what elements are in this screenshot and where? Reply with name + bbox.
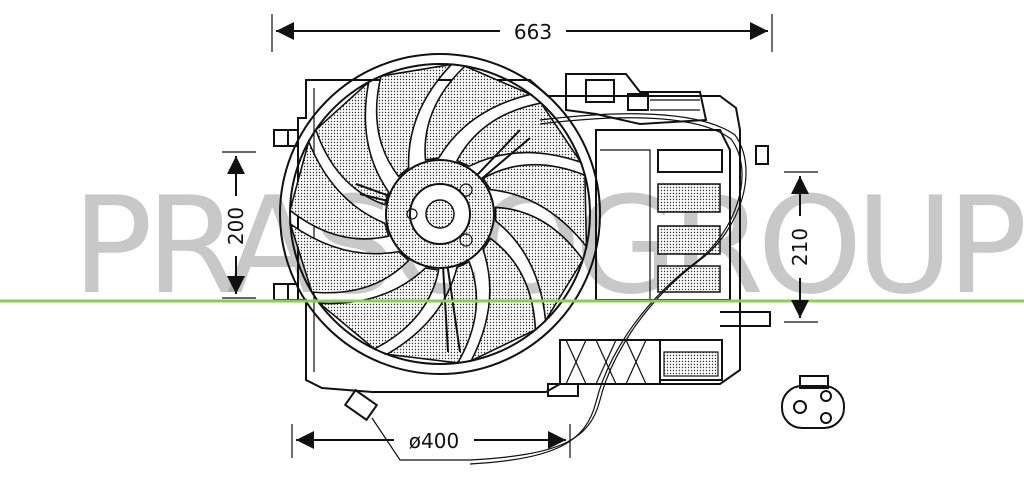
dimension-diameter-label: ø400 [409, 429, 459, 453]
mounting-lug-right [755, 145, 769, 165]
fan-plug [343, 388, 379, 422]
dimension-height-left-label: 200 [224, 207, 248, 245]
fan-blade [424, 65, 533, 161]
dimension-width: 663 [271, 14, 773, 52]
fan-blade [314, 79, 390, 206]
connector-detail [781, 375, 845, 429]
dimension-height-right-label: 210 [788, 228, 812, 266]
lower-box [547, 311, 771, 397]
fan-blade [384, 260, 478, 364]
fan-blade [375, 63, 454, 178]
dimension-height-right: 210 [784, 171, 818, 323]
dimension-width-label: 663 [514, 20, 552, 44]
fan-blade [494, 206, 584, 324]
fan-blade [289, 138, 390, 240]
fan-blade [288, 221, 410, 294]
mounting-lug-top [273, 129, 289, 147]
wiring-harness [343, 113, 747, 465]
motor-hub [385, 159, 495, 269]
dimension-height-left: 200 [222, 151, 256, 299]
fan-ring [279, 53, 601, 375]
fan-blade [482, 163, 588, 249]
resistor-block [565, 73, 731, 301]
shroud [273, 79, 769, 393]
dimension-diameter: ø400 [291, 424, 571, 458]
